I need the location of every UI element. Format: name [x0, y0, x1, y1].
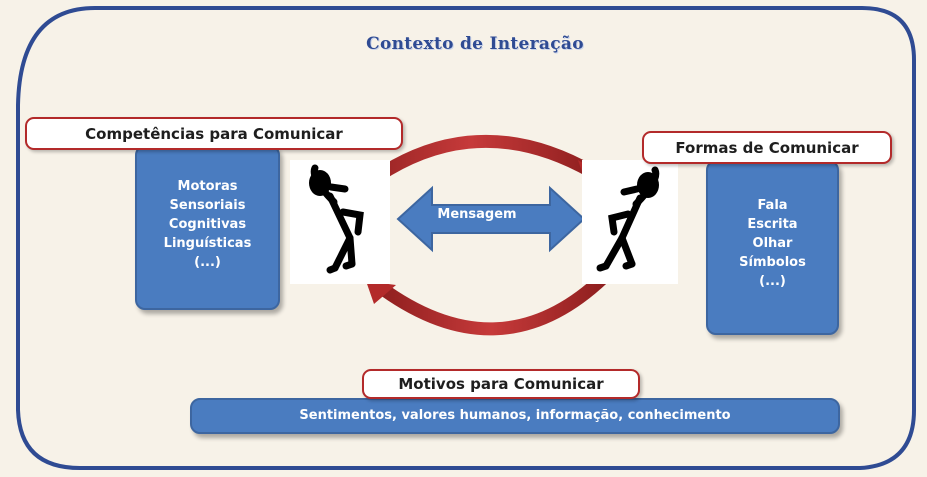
diagram-title: Contexto de Interação [366, 34, 584, 54]
stick-figure-thinking-left [309, 164, 364, 274]
motivos-label: Motivos para Comunicar [362, 369, 640, 399]
competencias-list: Motoras Sensoriais Cognitivas Linguístic… [135, 177, 280, 272]
competencias-item: Cognitivas [168, 217, 247, 232]
competencias-item: Linguísticas [163, 236, 252, 251]
formas-list: Fala Escrita Olhar Símbolos (...) [706, 196, 839, 291]
curved-arrow-bottom-head [366, 281, 396, 304]
motivos-box [190, 398, 840, 434]
formas-item: (...) [759, 274, 786, 289]
competencias-item: Motoras [177, 179, 238, 194]
context-frame [16, 6, 916, 470]
formas-item: Olhar [752, 236, 793, 251]
mensagem-label: Mensagem [437, 207, 517, 222]
motivos-text: Sentimentos, valores humanos, informação… [299, 407, 731, 423]
competencias-item: (...) [194, 255, 221, 270]
formas-item: Fala [757, 198, 788, 213]
formas-box [706, 160, 839, 335]
formas-label: Formas de Comunicar [642, 131, 892, 164]
competencias-item: Sensoriais [169, 198, 246, 213]
formas-item: Símbolos [739, 255, 806, 270]
curved-arrow-bottom [373, 271, 610, 336]
competencias-label: Competências para Comunicar [25, 117, 403, 150]
stick-figure-thinking-right [596, 166, 660, 272]
formas-item: Escrita [747, 217, 798, 232]
